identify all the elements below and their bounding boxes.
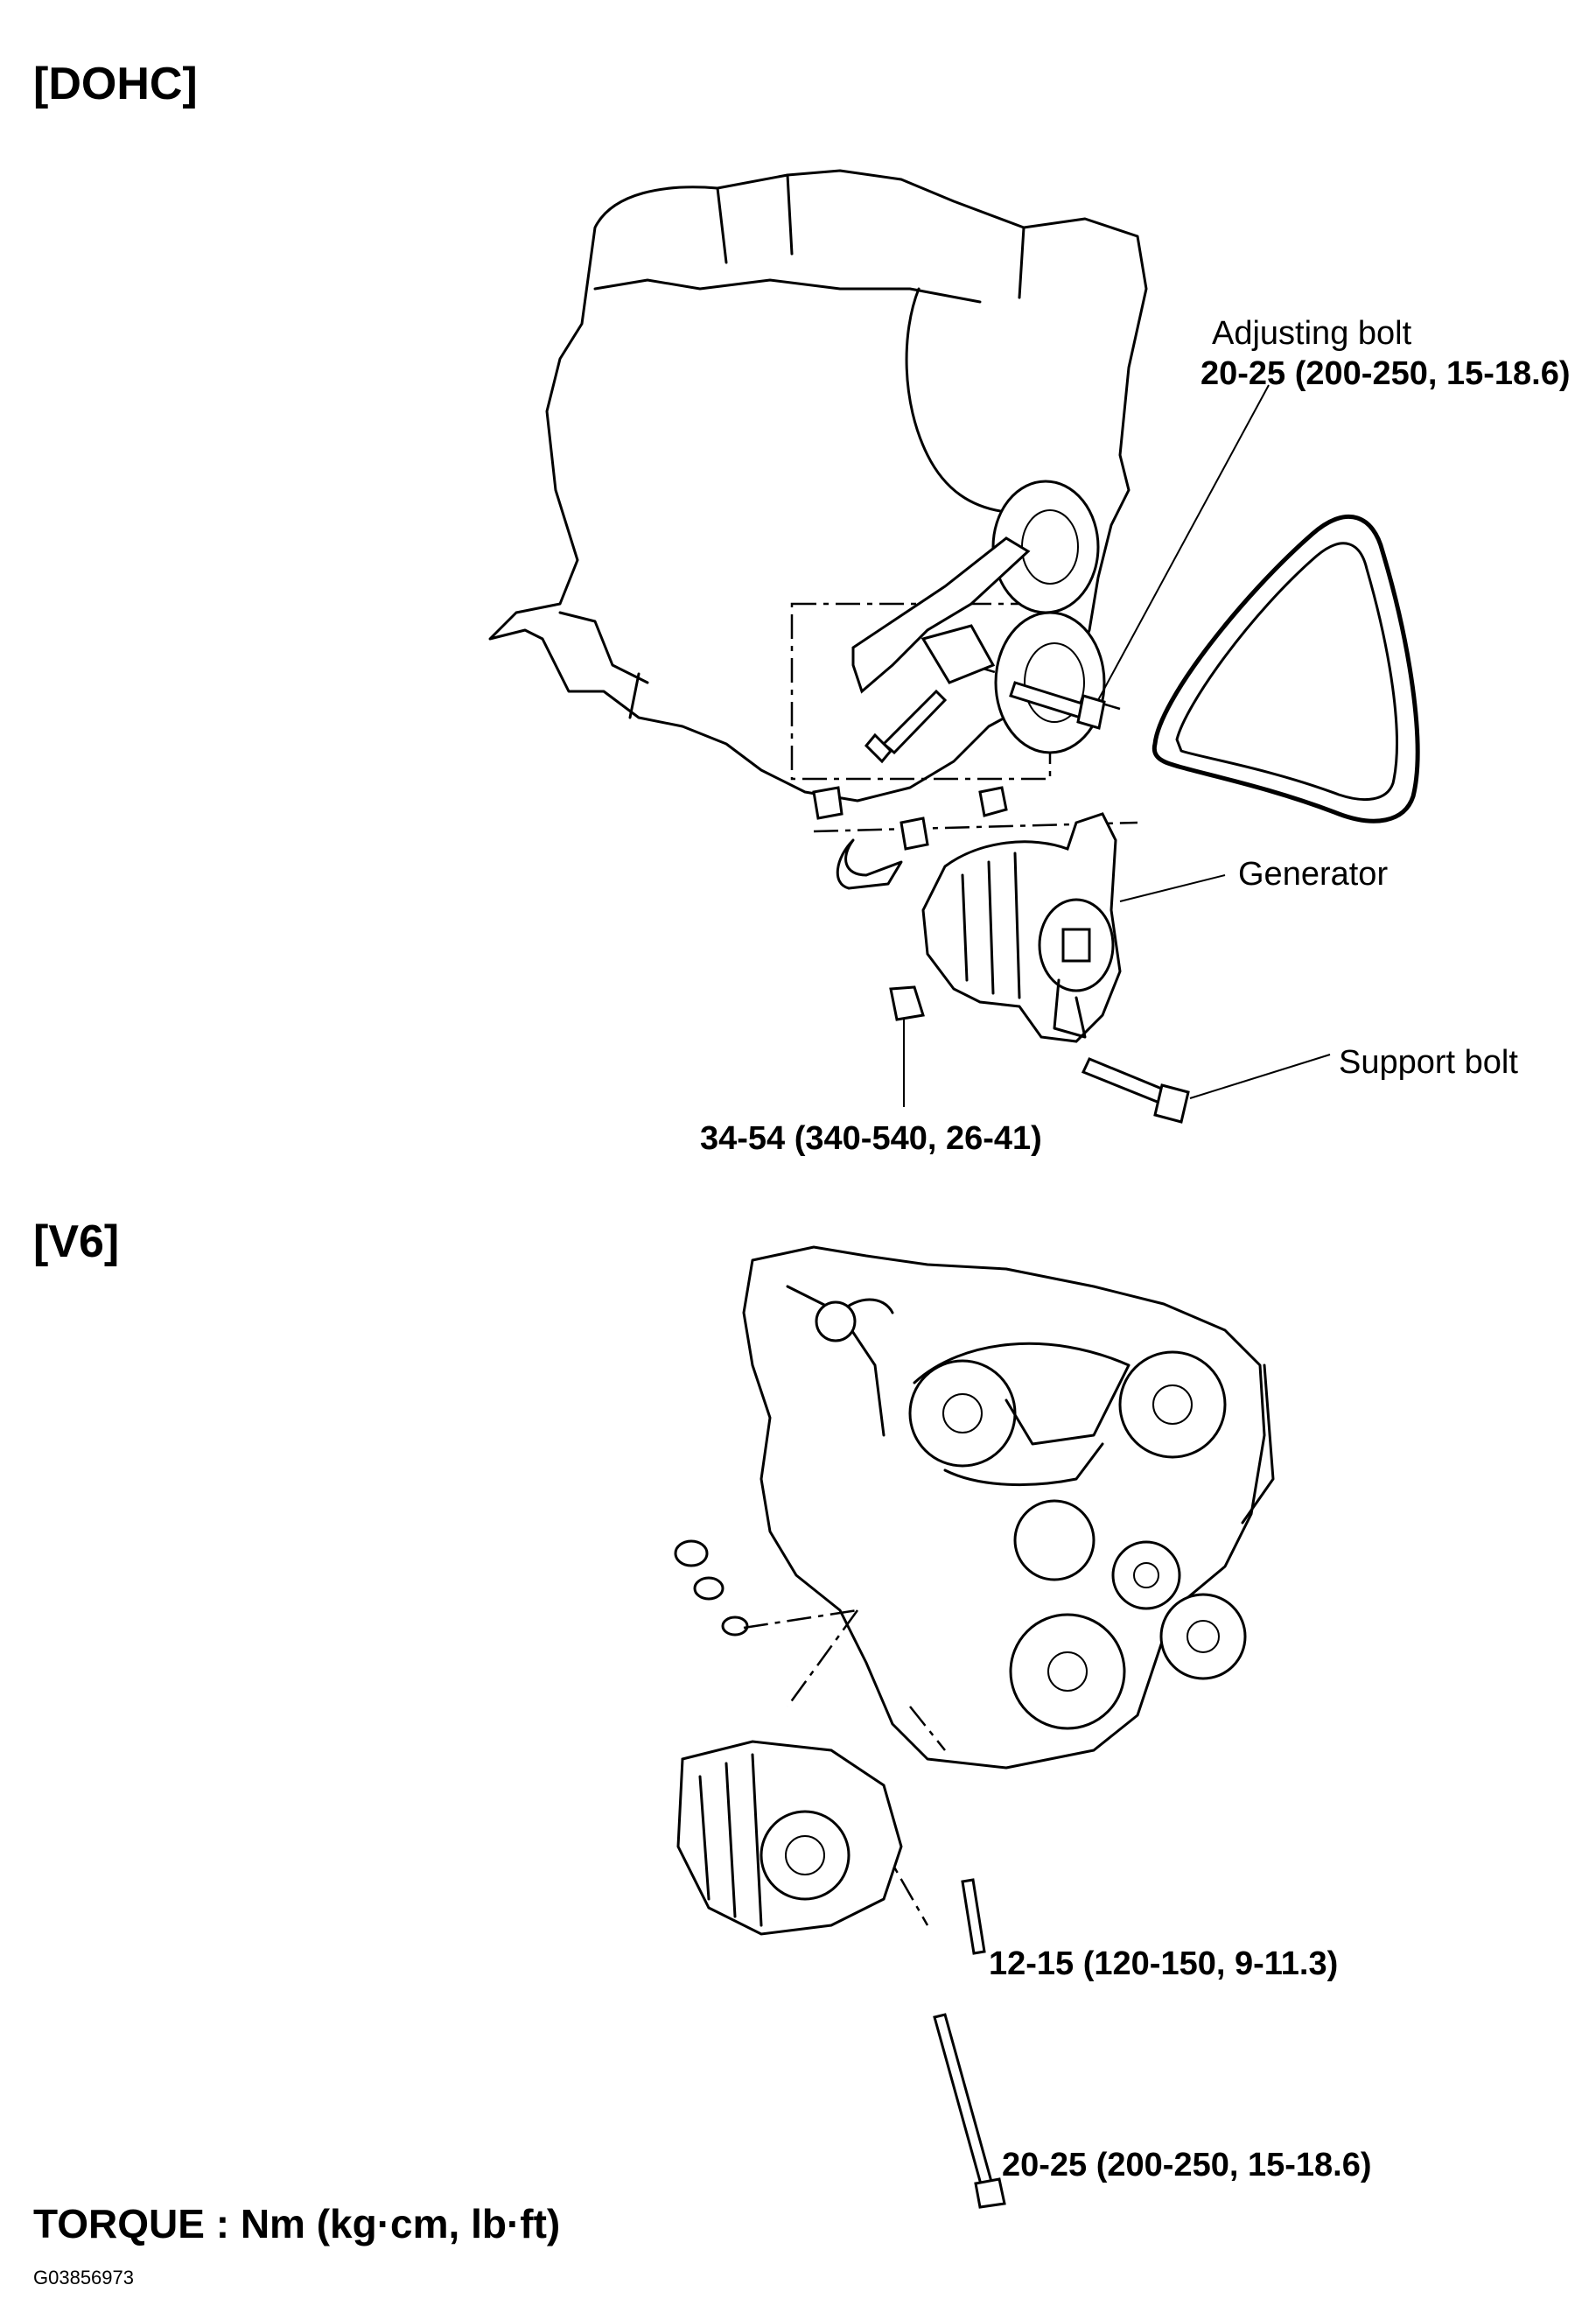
- spacer: [812, 786, 844, 820]
- dohc-engine-block: [488, 169, 1148, 803]
- generator-shaft: [1061, 928, 1091, 963]
- v6-lower-bolt-shaft: [933, 2013, 995, 2192]
- support-bolt-head: [1153, 1083, 1190, 1124]
- cam-pulley-left: [908, 1359, 1017, 1468]
- crank-pulley: [1009, 1613, 1126, 1730]
- section-title-v6: [V6]: [33, 1216, 120, 1267]
- nut-torque-label: 34-54 (340-540, 26-41): [700, 1120, 1042, 1157]
- v6-nut: [674, 1539, 709, 1567]
- adjusting-bolt-label: Adjusting bolt: [1212, 315, 1412, 352]
- v6-idler-pulley: [1111, 1540, 1181, 1610]
- torque-units-note: TORQUE : Nm (kg·cm, lb·ft): [33, 2201, 561, 2246]
- v6-lower-bolt-head: [974, 2177, 1006, 2209]
- v6-lower-bolt-torque: 20-25 (200-250, 15-18.6): [1002, 2147, 1372, 2183]
- v6-washer: [693, 1576, 724, 1601]
- adjusting-bolt-leader: [1097, 384, 1270, 701]
- adjusting-bracket: [851, 536, 1031, 694]
- adjusting-bolt-head: [1076, 694, 1106, 730]
- v6-upper-bolt-torque: 12-15 (120-150, 9-11.3): [989, 1945, 1339, 1982]
- v6-generator-pulley: [760, 1810, 850, 1901]
- v6-engine-block: [742, 1245, 1266, 1770]
- v6-spring-washer: [721, 1616, 749, 1637]
- cam-pulley-right: [1118, 1350, 1227, 1459]
- adjusting-bolt-torque: 20-25 (200-250, 15-18.6): [1200, 355, 1571, 392]
- support-bolt-leader: [1189, 1054, 1331, 1099]
- support-bolt-label: Support bolt: [1339, 1044, 1518, 1081]
- figure-code: G03856973: [33, 2267, 134, 2288]
- generator-leader: [1119, 874, 1226, 902]
- nut: [978, 786, 1008, 817]
- v6-upper-bolt: [961, 1878, 986, 1955]
- section-title-dohc: [DOHC]: [33, 59, 198, 109]
- generator-label: Generator: [1238, 856, 1389, 893]
- power-steering-pulley: [1159, 1593, 1247, 1680]
- water-pump-pulley: [1013, 1499, 1096, 1581]
- adjusting-block: [920, 624, 996, 684]
- drive-belt: [1152, 514, 1420, 824]
- lower-nut: [889, 985, 925, 1021]
